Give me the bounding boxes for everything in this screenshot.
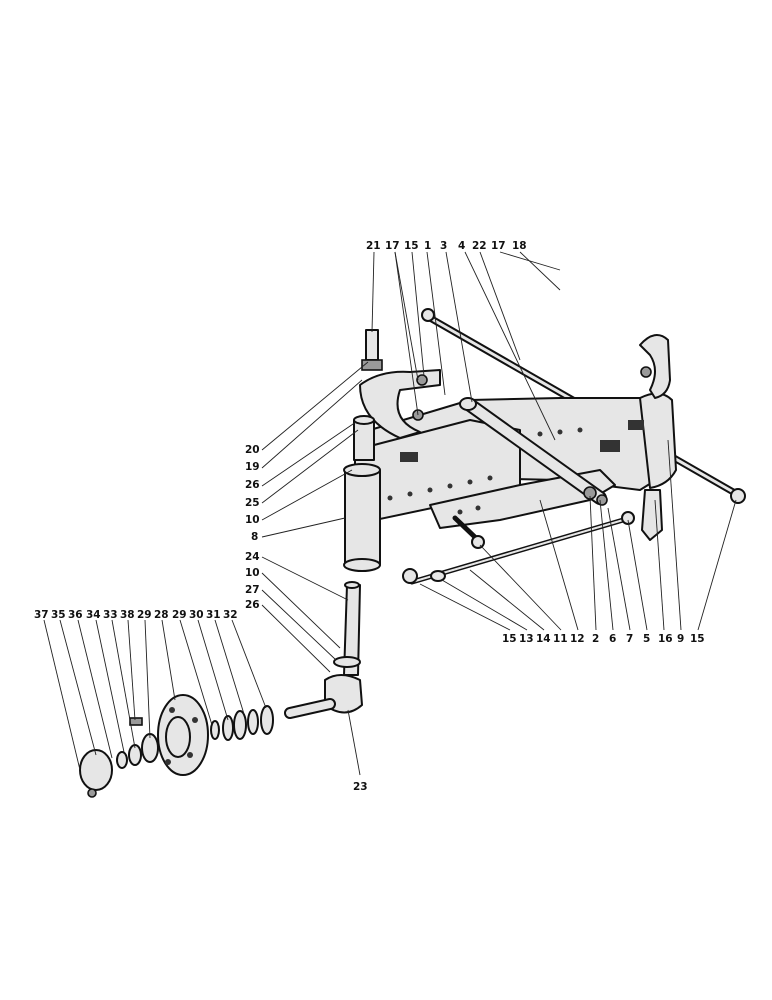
- part-label: 10: [245, 567, 260, 579]
- part-label: 15: [502, 633, 517, 645]
- part-label: 32: [223, 609, 238, 621]
- part-label: 16: [658, 633, 673, 645]
- part-label: 11: [553, 633, 568, 645]
- part-label: 12: [570, 633, 585, 645]
- labels-spindle: 24 10 27 26: [245, 551, 260, 611]
- labels-hub: 37 35 36 34 33 38 29 28 29 30 31 32: [34, 609, 238, 621]
- part-label: 4: [458, 240, 465, 252]
- part-label: 13: [519, 633, 534, 645]
- part-label: 3: [440, 240, 447, 252]
- part-label: 21: [366, 240, 381, 252]
- part-label: 22: [472, 240, 487, 252]
- part-label: 6: [609, 633, 616, 645]
- bolt: [452, 515, 485, 549]
- part-label: 31: [206, 609, 221, 621]
- part-label: 17: [385, 240, 400, 252]
- part-label: 9: [677, 633, 684, 645]
- part-label: 20: [245, 444, 260, 456]
- part-label: 18: [512, 240, 527, 252]
- labels-bottom-right: 15 13 14 11 12 2 6 7 5 16 9 15: [502, 633, 705, 645]
- part-label: 29: [137, 609, 152, 621]
- part-label-axle: 23: [353, 781, 368, 793]
- part-label: 8: [251, 531, 258, 543]
- track-rod-lower: [402, 489, 663, 585]
- part-label: 15: [404, 240, 419, 252]
- axle-housing-left: [343, 415, 381, 572]
- part-label: 7: [626, 633, 633, 645]
- part-label: 14: [536, 633, 551, 645]
- part-label: 26: [245, 479, 260, 491]
- part-label: 38: [120, 609, 135, 621]
- part-label: 2: [592, 633, 599, 645]
- part-label: 30: [189, 609, 204, 621]
- part-label: 37: [34, 609, 49, 621]
- pivot-bracket-right: [639, 334, 671, 399]
- part-label: 15: [690, 633, 705, 645]
- part-label: 33: [103, 609, 118, 621]
- part-label: 26: [245, 599, 260, 611]
- part-label: 1: [424, 240, 431, 252]
- labels-left: 20 19 26 25 10 8: [245, 444, 260, 543]
- part-label: 36: [68, 609, 83, 621]
- part-label: 17: [491, 240, 506, 252]
- part-label: 25: [245, 497, 260, 509]
- part-label: 29: [172, 609, 187, 621]
- part-label: 27: [245, 584, 260, 596]
- leader-lines: [43, 251, 737, 776]
- part-label: 28: [154, 609, 169, 621]
- part-label: 5: [643, 633, 650, 645]
- part-label: 19: [245, 461, 260, 473]
- part-label: 34: [86, 609, 101, 621]
- radius-arm: [459, 397, 608, 506]
- part-label: 10: [245, 514, 260, 526]
- stub-axle: [284, 581, 363, 719]
- labels-top: 21 17 15 1 3 4 22 17 18: [366, 240, 527, 252]
- part-label: 35: [51, 609, 66, 621]
- wheel-hub-assembly: [79, 694, 274, 798]
- part-label: 24: [245, 551, 260, 563]
